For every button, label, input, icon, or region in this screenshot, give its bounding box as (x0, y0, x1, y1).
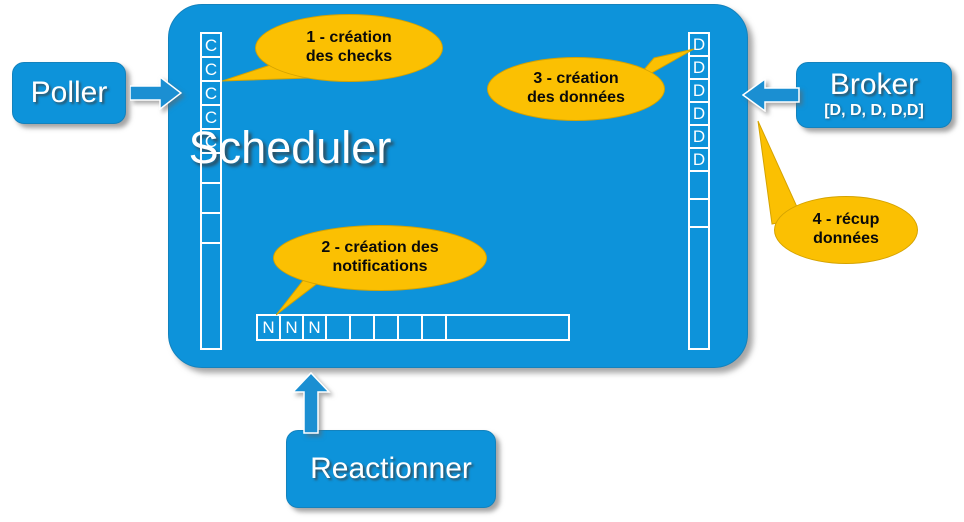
callout-4-line2: données (813, 230, 879, 247)
broker-subtitle: [D, D, D, D,D] (824, 102, 924, 119)
checks-cell-empty (202, 244, 220, 376)
callout-3-line2: des données (527, 89, 625, 106)
data-cell-empty (690, 172, 708, 200)
data-cell: D (690, 149, 708, 172)
notification-cell-empty (399, 316, 423, 339)
broker-label: Broker (829, 68, 919, 102)
callout-2-line2: notifications (332, 258, 428, 275)
data-cell: D (690, 57, 708, 80)
callout-3: 3 - création des données (487, 57, 665, 121)
data-cell-empty (690, 228, 708, 352)
callout-2: 2 - création des notifications (273, 225, 487, 291)
checks-cell: C (202, 82, 220, 106)
notifications-queue: N N N (256, 314, 570, 341)
arrow-poller-to-scheduler (130, 76, 182, 110)
broker-node[interactable]: Broker [D, D, D, D,D] (796, 62, 952, 128)
reactionner-node[interactable]: Reactionner (286, 430, 496, 508)
notification-cell: N (258, 316, 281, 339)
callout-3-line1: 3 - création (533, 70, 619, 88)
reactionner-label: Reactionner (310, 451, 472, 485)
arrow-broker-to-scheduler (742, 78, 800, 112)
data-cell: D (690, 80, 708, 103)
poller-node[interactable]: Poller (12, 62, 126, 124)
callout-4: 4 - récup données (774, 196, 918, 264)
callout-2-line1: 2 - création des (321, 239, 439, 257)
callout-4-line1: 4 - récup (812, 211, 880, 229)
checks-cell-empty (202, 214, 220, 244)
poller-label: Poller (30, 75, 108, 109)
notification-cell-empty (351, 316, 375, 339)
checks-cell: C (202, 34, 220, 58)
notification-cell: N (304, 316, 327, 339)
checks-cell-empty (202, 184, 220, 214)
data-cell: D (690, 103, 708, 126)
notification-cell: N (281, 316, 304, 339)
checks-cell: C (202, 130, 220, 154)
checks-cell: C (202, 106, 220, 130)
data-cell: D (690, 126, 708, 149)
notification-cell-empty (423, 316, 447, 339)
notification-cell-empty (375, 316, 399, 339)
notification-cell-empty (447, 316, 568, 339)
callout-1: 1 - création des checks (255, 14, 443, 82)
data-cell: D (690, 34, 708, 57)
checks-cell-empty (202, 154, 220, 184)
arrow-reactionner-to-scheduler (292, 372, 331, 434)
data-queue: D D D D D D (688, 32, 710, 350)
notification-cell-empty (327, 316, 351, 339)
callout-1-line2: des checks (305, 48, 393, 65)
callout-1-line1: 1 - création (306, 29, 392, 47)
data-cell-empty (690, 200, 708, 228)
checks-queue: C C C C C (200, 32, 222, 350)
checks-cell: C (202, 58, 220, 82)
